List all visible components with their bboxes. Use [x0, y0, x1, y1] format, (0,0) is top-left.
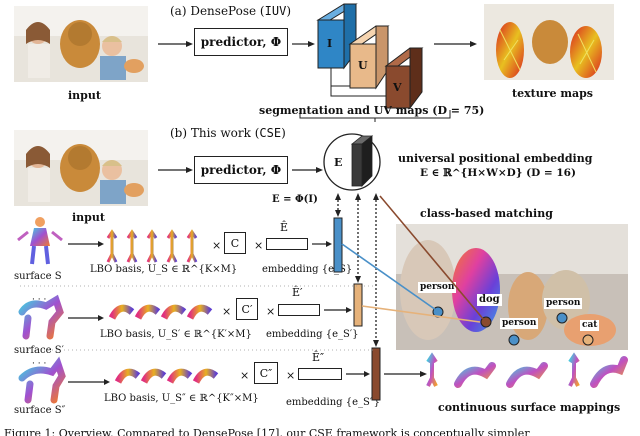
match-label-person-3: person — [544, 298, 583, 309]
panel-b-title: (b) This work (CSE) — [170, 126, 286, 140]
row3-times-2: × — [286, 369, 296, 382]
lbo-strip-cats — [114, 368, 219, 384]
row2-times-2: × — [266, 305, 276, 318]
dots-2: · · · — [32, 359, 47, 369]
row2-c-box: C′ — [236, 298, 258, 320]
row1-times-2: × — [254, 239, 264, 252]
row2-lbo-label: LBO basis, U_S′ ∈ ℝ^{K′×M} — [100, 329, 252, 340]
row2-ehat-box — [278, 304, 320, 316]
embed-letter: E — [334, 156, 343, 169]
row1-surface-label: surface S — [14, 271, 62, 282]
upe-title: universal positional embedding — [398, 152, 593, 165]
match-label-person-1: person — [418, 282, 457, 293]
match-label-person-2: person — [500, 318, 539, 329]
row2-embedding-label: embedding {e_S′} — [266, 329, 359, 340]
panel-a-predictor-box: predictor, Φ — [194, 28, 288, 56]
panel-a-input-label: input — [68, 89, 101, 102]
panel-a-title: (a) DensePose (IUV) — [170, 4, 291, 18]
row2-times-1: × — [222, 305, 232, 318]
row3-embedding-label: embedding {e_S″} — [286, 397, 380, 408]
row1-embedding-label: embedding {e_S} — [262, 264, 353, 275]
block-u-label: U — [358, 59, 368, 72]
lbo-strip-dogs — [108, 304, 213, 320]
row3-times-1: × — [240, 369, 250, 382]
row3-surface-label: surface S″ — [14, 405, 66, 416]
embed-formula: E = Φ(I) — [272, 194, 318, 205]
seg-uv-label: segmentation and UV maps (D = 75) — [259, 104, 485, 117]
panel-b-predictor-box: predictor, Φ — [194, 156, 288, 184]
panel-b-input-label: input — [72, 211, 105, 224]
row2-ehat: Ê′ — [292, 286, 303, 299]
texture-maps-label: texture maps — [512, 87, 593, 100]
block-i-label: I — [327, 37, 333, 50]
block-v-label: V — [393, 81, 402, 94]
upe-formula: E ∈ ℝ^{H×W×D} (D = 16) — [420, 167, 576, 179]
row1-times-1: × — [212, 239, 222, 252]
row3-lbo-label: LBO basis, U_S″ ∈ ℝ^{K″×M} — [104, 393, 259, 404]
lbo-strip-humans — [106, 229, 198, 263]
match-label-dog: dog — [477, 294, 502, 306]
match-label-cat: cat — [580, 320, 600, 331]
row3-c-box: C″ — [254, 362, 278, 384]
dots-1: · · · — [32, 295, 47, 305]
row1-ehat: Ê — [280, 221, 289, 234]
row1-c-box: C — [224, 232, 246, 254]
row1-lbo-label: LBO basis, U_S ∈ ℝ^{K×M} — [90, 264, 238, 275]
row2-surface-label: surface S′ — [14, 345, 64, 356]
row3-ehat: Ê″ — [312, 351, 325, 364]
row3-ehat-box — [298, 368, 342, 380]
class-matching-label: class-based matching — [420, 207, 553, 220]
caption: Figure 1: Overview. Compared to DensePos… — [4, 427, 530, 436]
row1-ehat-box — [266, 238, 308, 250]
continuous-mappings-label: continuous surface mappings — [438, 401, 621, 414]
